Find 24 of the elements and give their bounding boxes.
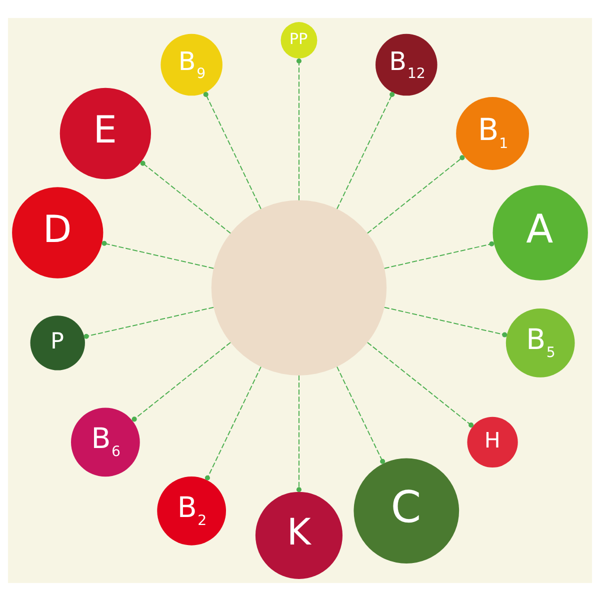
connector [203,91,262,209]
connector [367,342,474,428]
connector [336,366,386,464]
node-circle: B$_{6}$ [71,407,140,476]
connector [296,374,302,492]
connector [132,342,231,422]
node-circle: PP [280,22,318,58]
node-circle: K [255,491,343,578]
node-circle [211,200,387,375]
node-circle: E [60,87,151,179]
connector [384,240,494,268]
connector [102,240,214,268]
node-circle: B$_{1}$ [456,96,529,170]
connector [84,306,214,338]
connector [336,91,395,209]
connector [140,160,231,234]
node-circle: A [492,184,588,280]
node-circle: P [30,315,85,370]
node-circle: B$_{5}$ [506,308,575,377]
connector [204,366,262,480]
connector [384,306,508,337]
connector [296,58,302,200]
connector [367,154,465,234]
node-circle: D [12,186,104,278]
